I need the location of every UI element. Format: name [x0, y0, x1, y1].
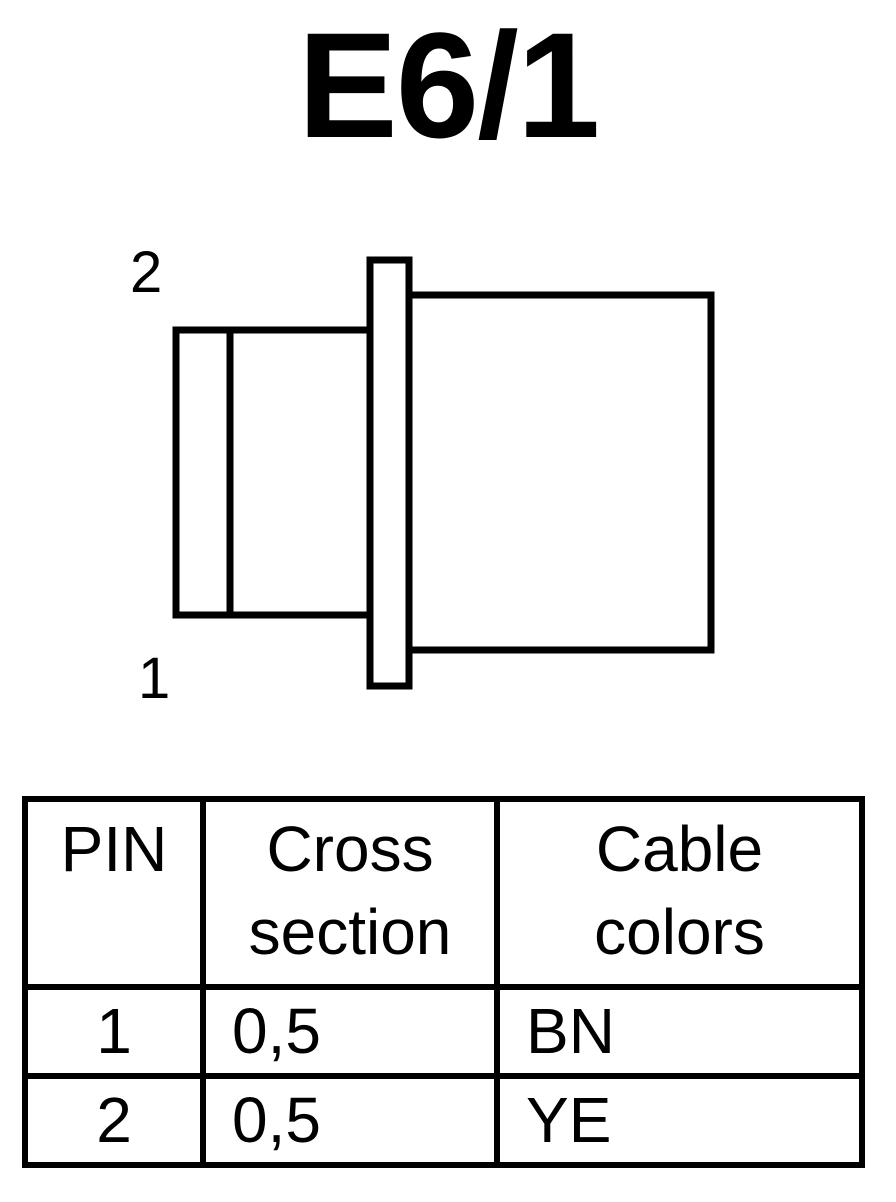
header-cable-colors-line2: colors	[594, 896, 765, 969]
cell-pin: 2	[22, 1073, 206, 1169]
header-pin: PIN	[22, 796, 206, 990]
pin-assignment-table: PIN Cross section Cable colors 1 0,5 BN …	[22, 796, 865, 1169]
connector-housing	[405, 291, 715, 654]
pin-label-bottom: 1	[138, 646, 171, 711]
table-row: 2 0,5 YE	[22, 1073, 865, 1169]
cell-cable-color: BN	[494, 983, 865, 1080]
header-cross-section-line2: section	[248, 896, 452, 969]
table-row: 1 0,5 BN	[22, 983, 865, 1080]
diagram-title: E6/1	[297, 1, 601, 169]
header-cross-section: Cross section	[200, 796, 500, 990]
cell-cable-color: YE	[494, 1073, 865, 1169]
pin-label-top: 2	[130, 240, 163, 305]
connector-flange	[366, 256, 413, 690]
connector-plug-body	[172, 326, 375, 619]
connector-drawing	[172, 256, 715, 690]
header-pin-label: PIN	[60, 813, 168, 885]
table-header-row: PIN Cross section Cable colors	[22, 796, 865, 990]
header-cable-colors-line1: Cable	[595, 813, 764, 885]
cell-cross-section: 0,5	[200, 983, 500, 1080]
header-cross-section-line1: Cross	[266, 813, 434, 885]
cell-cross-section: 0,5	[200, 1073, 500, 1169]
cell-pin: 1	[22, 983, 206, 1080]
header-cable-colors: Cable colors	[494, 796, 865, 990]
